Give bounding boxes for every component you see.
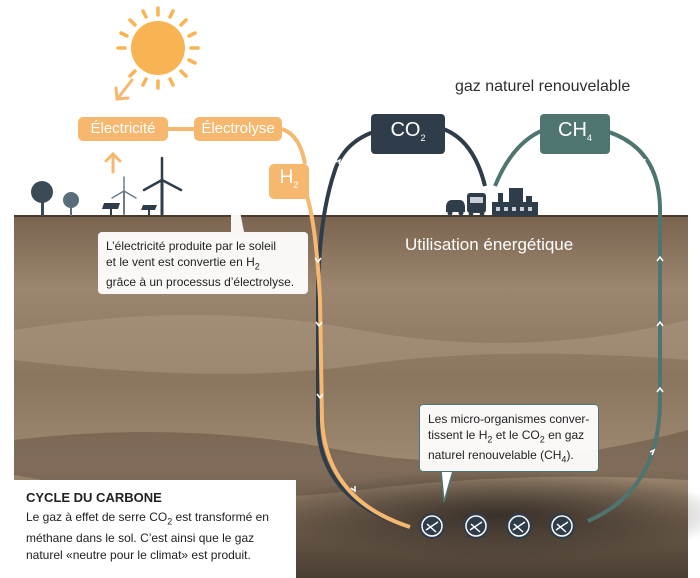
- electrolysis-note: L’électricité produite par le soleil et …: [98, 232, 308, 294]
- note-subscript: 4: [561, 454, 567, 465]
- microorganism-icon: [549, 513, 575, 539]
- note-line: grâce à un processus d’électrolyse.: [106, 275, 295, 290]
- carbon-cycle-panel: CYCLE DU CARBONE Le gaz à effet de serre…: [14, 480, 296, 578]
- header-title: gaz naturel renouvelable: [455, 78, 631, 95]
- note-subscript: 2: [539, 434, 545, 445]
- factory-icon: [492, 188, 538, 216]
- note-subscript: 2: [487, 434, 493, 445]
- wind-turbine-icon: [111, 176, 137, 215]
- panel-text-part: Le gaz à effet de serre CO: [26, 510, 168, 524]
- sun-icon: [116, 6, 200, 90]
- note-line: L’électricité produite par le soleil: [106, 239, 277, 253]
- note-text: ).: [566, 448, 574, 463]
- note-line: Les micro-organismes conver-: [428, 412, 590, 426]
- panel-subscript: 2: [167, 516, 173, 527]
- panel-heading: CYCLE DU CARBONE: [26, 490, 162, 505]
- note-line: tissent le H2 et le CO2 en gaz: [428, 427, 590, 447]
- energy-use-label: Utilisation énergétique: [405, 235, 574, 254]
- co2-pill: CO2: [371, 114, 445, 154]
- co2-subscript: 2: [420, 133, 426, 143]
- reservoir-shadow: [270, 470, 700, 560]
- flow-chevron-icon: [335, 158, 646, 166]
- electrolysis-box: Électrolyse: [194, 117, 282, 141]
- ch4-label: CH: [558, 119, 587, 141]
- note-text: en gaz: [544, 428, 585, 442]
- microorganism-icon: [506, 513, 532, 539]
- panel-text: Le gaz à effet de serre CO2 est transfor…: [26, 509, 284, 564]
- panel-text-part: méthane dans le sol. C’est ainsi que le …: [26, 531, 255, 546]
- note-line: naturel renouvelable (CH4).: [428, 447, 590, 467]
- note-text: et le CO: [492, 428, 540, 442]
- sun-arrow: [114, 78, 134, 101]
- note-text: naturel renouvelable: [428, 448, 537, 463]
- panel-text-part: naturel «neutre pour le climat» est prod…: [26, 548, 251, 563]
- microorganisms-note: Les micro-organismes conver- tissent le …: [419, 404, 599, 472]
- electricity-box: Électricité: [78, 117, 168, 141]
- note-line: et le vent est convertie en H2: [106, 254, 300, 274]
- note-subscript: 2: [254, 261, 260, 272]
- note-text: (CH: [536, 448, 562, 463]
- microorganism-icon: [419, 513, 445, 539]
- note-text: et le vent est convertie en H: [106, 255, 255, 269]
- soil-layer-light: [14, 315, 688, 374]
- tree-icon: [31, 181, 53, 216]
- solar-panel-icon: [102, 203, 120, 215]
- h2-box: H2: [269, 164, 309, 199]
- solar-panel-icon: [141, 205, 157, 215]
- car-icon: [446, 200, 465, 216]
- down-chevron-icon: [314, 257, 356, 493]
- h2-flow-path: [303, 189, 411, 529]
- note-pointer: [231, 164, 244, 232]
- h2-label: H: [279, 167, 294, 188]
- microorganism-icon: [463, 513, 489, 539]
- h2-subscript: 2: [293, 179, 299, 190]
- wind-turbine-icon: [142, 156, 183, 216]
- note-text: tissent le H: [428, 428, 488, 442]
- ch4-pill: CH4: [540, 114, 610, 154]
- tree-icon: [63, 192, 79, 216]
- panel-text-part: est transformé en: [172, 510, 269, 524]
- electrolyse-h2-connector: [281, 127, 307, 165]
- up-chevron-icon: [649, 255, 664, 456]
- ch4-flow-path: [493, 122, 662, 523]
- co2-label: CO: [390, 119, 421, 141]
- ch4-subscript: 4: [586, 133, 592, 143]
- bus-icon: [467, 193, 486, 217]
- up-arrow-icon: [104, 151, 122, 174]
